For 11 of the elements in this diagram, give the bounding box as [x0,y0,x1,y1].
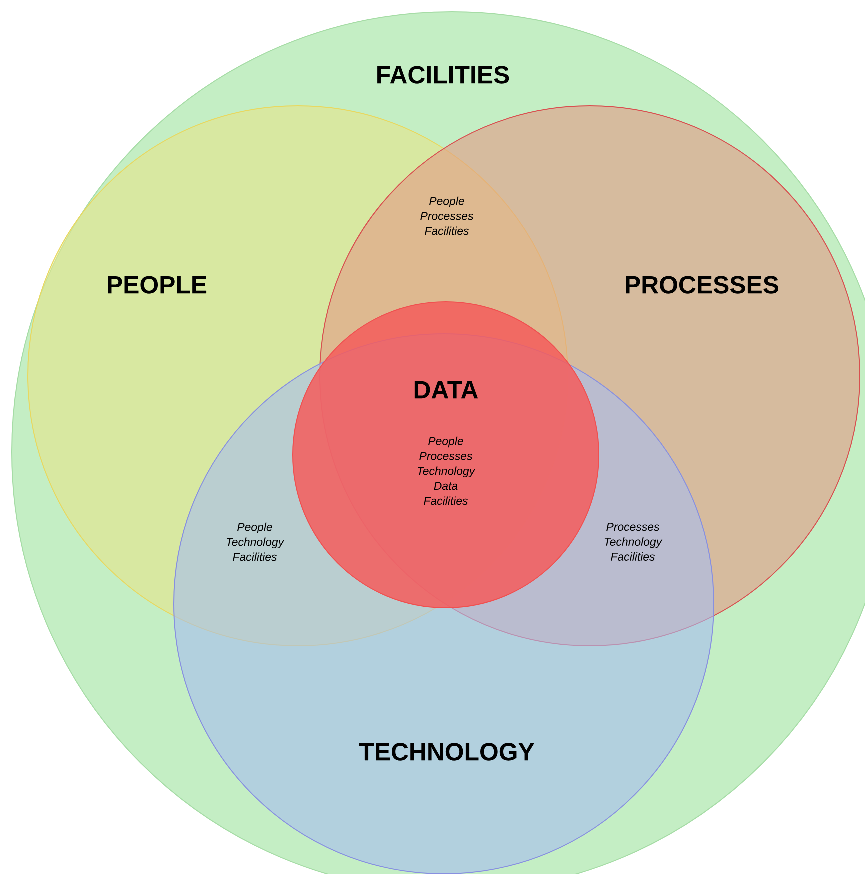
overlap-text: People Processes Technology Data Facilities [418,436,476,506]
venn-circle [292,302,600,608]
overlap-text: People Processes Facilities [420,196,474,236]
circle-title: PROCESSES [626,276,779,294]
circle-title: PEOPLE [108,276,207,294]
venn-circle [12,12,865,874]
circle-title: TECHNOLOGY [359,743,534,761]
circle-title: DATA [414,381,478,399]
circle-title: FACILITIES [378,66,510,84]
overlap-text: People Technology Facilities [226,522,285,562]
overlap-text: Processes Technology Facilities [604,523,663,561]
